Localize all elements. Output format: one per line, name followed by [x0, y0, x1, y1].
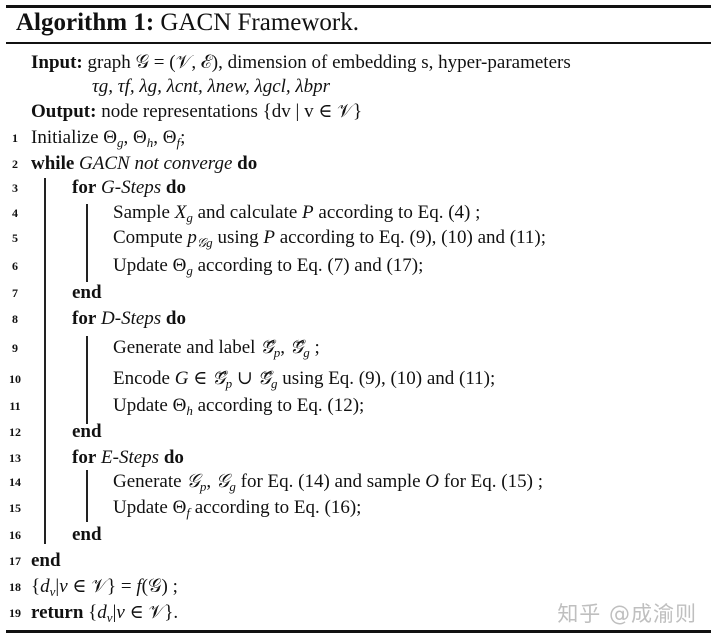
esteps-block-bar: [86, 470, 88, 522]
watermark: 知乎 @成渝则: [557, 602, 697, 626]
input-text: graph 𝒢 = (𝒱, ℰ), dimension of embedding…: [87, 52, 571, 73]
input-label: Input:: [31, 52, 83, 73]
output-label: Output:: [31, 101, 97, 122]
bottom-rule: [6, 630, 711, 633]
algorithm-title: Algorithm 1: GACN Framework.: [16, 9, 359, 37]
algorithm-label: Algorithm 1:: [16, 9, 155, 36]
gsteps-block-bar: [86, 204, 88, 282]
while-block-bar: [44, 178, 46, 544]
title-rule: [6, 42, 711, 44]
algorithm-name: GACN Framework.: [160, 9, 360, 36]
output-text: node representations {dv | v ∈ 𝒱}: [101, 101, 363, 122]
input-params: τg, τf, λg, λcnt, λnew, λgcl, λbpr: [92, 76, 331, 97]
top-rule: [6, 5, 711, 8]
dsteps-block-bar: [86, 336, 88, 424]
